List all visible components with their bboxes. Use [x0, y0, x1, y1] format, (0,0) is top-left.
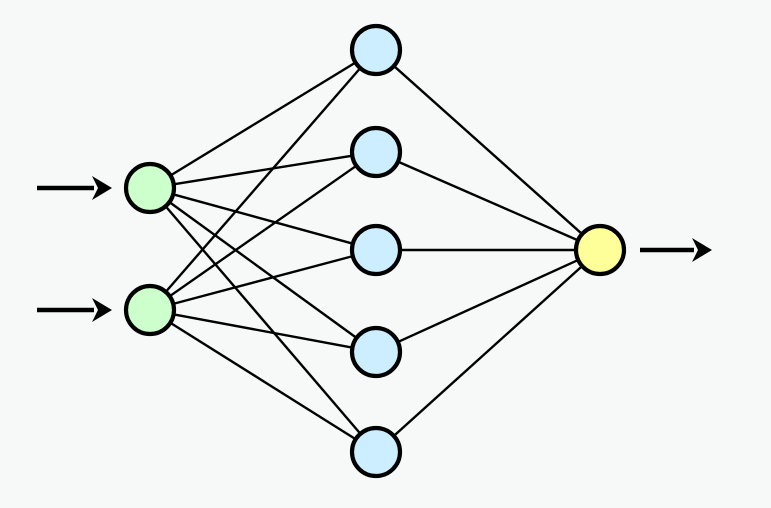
neuron-hidden-5[interactable] [349, 425, 403, 479]
connection-edge [167, 200, 359, 340]
neuron-hidden-3[interactable] [349, 223, 403, 277]
connection-edge [172, 154, 354, 186]
neuron-output-1[interactable] [573, 223, 627, 277]
input-arrow-2-head [92, 298, 112, 322]
connection-edge [392, 264, 584, 438]
neuron-hidden-2[interactable] [349, 125, 403, 179]
connection-edge [172, 313, 354, 349]
connection-edge [168, 321, 358, 441]
edge-group [164, 60, 584, 441]
connection-edge [164, 66, 362, 294]
connection-edge [171, 192, 355, 246]
neuron-hidden-4[interactable] [349, 325, 403, 379]
neuron-group [123, 23, 627, 479]
neuron-hidden-1[interactable] [349, 23, 403, 77]
io-arrow-group [37, 176, 712, 322]
connection-edge [169, 60, 357, 178]
connection-edge [168, 164, 358, 298]
neuron-input-2[interactable] [123, 283, 177, 337]
input-arrow-1-head [92, 176, 112, 200]
connection-edge [392, 64, 584, 236]
connection-edge [396, 258, 580, 344]
connection-edge [164, 204, 362, 436]
connection-edge [171, 254, 355, 306]
neuron-input-1[interactable] [123, 161, 177, 215]
connection-edge [396, 160, 580, 242]
output-arrow-1-head [692, 238, 712, 262]
